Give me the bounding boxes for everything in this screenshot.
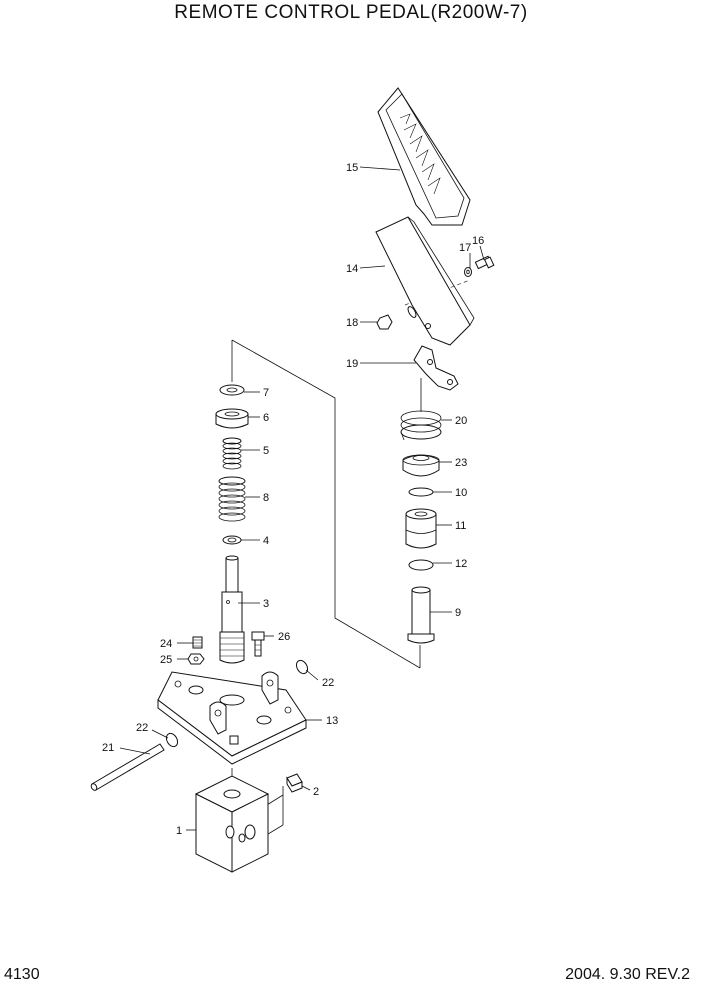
o-ring-22-left <box>165 732 179 748</box>
plug-2 <box>286 773 303 793</box>
page-number: 4130 <box>4 966 40 983</box>
callout-9: 9 <box>455 607 461 619</box>
mounting-plate-13 <box>157 671 307 765</box>
callout-17: 17 <box>459 242 471 254</box>
callout-18: 18 <box>346 317 358 329</box>
callout-14: 14 <box>346 263 358 275</box>
push-rod-9 <box>407 586 435 644</box>
callout-7: 7 <box>263 387 269 399</box>
callout-22-left: 22 <box>136 722 148 734</box>
callout-23: 23 <box>455 457 467 469</box>
washer-7 <box>219 384 245 396</box>
callout-24: 24 <box>160 638 172 650</box>
boot-23 <box>402 454 440 477</box>
callout-21: 21 <box>102 742 114 754</box>
callout-2: 2 <box>313 786 319 798</box>
leader-lines <box>119 166 485 831</box>
pin-21 <box>90 743 165 791</box>
nut-25 <box>187 653 205 665</box>
washer-17 <box>464 267 472 277</box>
spool-3 <box>219 555 245 664</box>
callout-6: 6 <box>263 412 269 424</box>
callout-13: 13 <box>326 715 338 727</box>
callout-1: 1 <box>176 825 182 837</box>
callout-8: 8 <box>263 492 269 504</box>
callout-11: 11 <box>455 520 466 532</box>
spring-5 <box>222 437 242 470</box>
callout-20: 20 <box>455 415 467 427</box>
pedal-pad <box>377 87 471 226</box>
callout-12: 12 <box>455 558 467 570</box>
o-ring-22-right <box>295 659 309 675</box>
callout-26: 26 <box>278 631 290 643</box>
seal-ring-10 <box>408 487 434 497</box>
cap-screw-26 <box>251 631 265 657</box>
spring-20 <box>400 410 442 441</box>
callout-25: 25 <box>160 654 172 666</box>
o-ring-12 <box>408 559 434 571</box>
callout-4: 4 <box>263 535 269 547</box>
washer-4 <box>222 535 242 545</box>
lever-19 <box>413 345 459 391</box>
spring-seat-6 <box>215 408 249 429</box>
plug-11 <box>405 508 437 549</box>
callout-22-right: 22 <box>322 677 334 689</box>
valve-body-1 <box>194 775 270 873</box>
nut-18 <box>376 314 393 330</box>
set-screw-24 <box>192 636 203 649</box>
revision-date: 2004. 9.30 REV.2 <box>565 966 690 983</box>
callout-16: 16 <box>472 235 484 247</box>
page-title: REMOTE CONTROL PEDAL(R200W-7) <box>174 2 528 23</box>
assembly-lines <box>231 279 471 846</box>
callout-labels: 15 14 17 16 18 19 20 23 10 11 12 9 7 6 5… <box>102 162 484 837</box>
spring-8 <box>218 476 246 522</box>
pedal-bracket <box>375 216 475 346</box>
callout-5: 5 <box>263 445 269 457</box>
bolt-16 <box>474 255 495 270</box>
callout-15: 15 <box>346 162 358 174</box>
callout-19: 19 <box>346 358 358 370</box>
callout-10: 10 <box>455 487 467 499</box>
callout-3: 3 <box>263 598 269 610</box>
